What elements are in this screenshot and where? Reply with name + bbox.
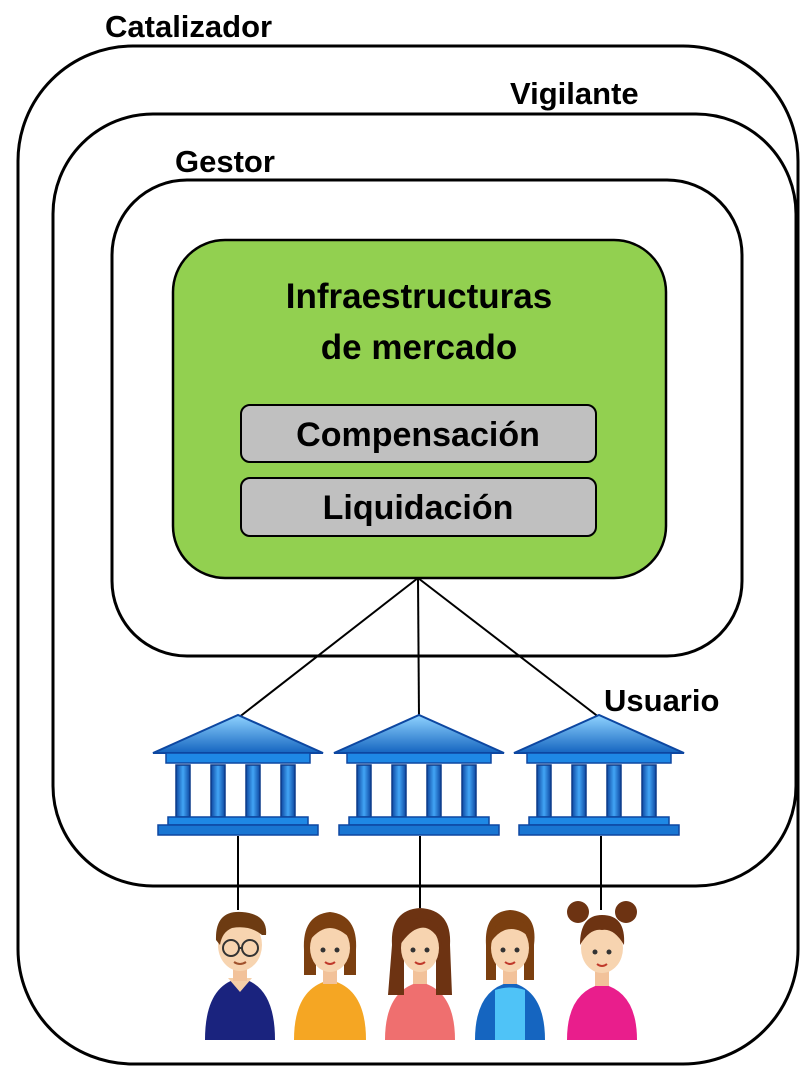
manager-label: Gestor [175, 144, 275, 179]
infrastructure-title-line1: Infraestructuras [286, 277, 552, 316]
settlement-label: Liquidación [323, 489, 514, 527]
clearing-box [240, 404, 597, 463]
infrastructure-title-line2: de mercado [321, 328, 517, 367]
person-icon [567, 901, 637, 1040]
catalyst-boundary [16, 44, 800, 1066]
connector-line [417, 577, 420, 719]
person-icon [475, 910, 545, 1040]
infrastructure-connectors [237, 577, 601, 719]
bank-icon [152, 714, 324, 836]
user-label: Usuario [604, 683, 719, 718]
connector-line [237, 577, 419, 719]
supervisor-boundary [51, 112, 798, 888]
settlement-box [240, 477, 597, 537]
connector-line [417, 577, 601, 719]
person-icon [205, 911, 275, 1040]
bank-icon [333, 714, 505, 836]
clearing-label: Compensación [296, 416, 540, 454]
institution-connectors [237, 836, 602, 910]
bank-icon [513, 714, 685, 836]
person-icon [294, 912, 366, 1040]
catalyst-label: Catalizador [105, 9, 272, 44]
supervisor-label: Vigilante [510, 76, 639, 111]
manager-boundary [110, 178, 744, 658]
person-icon [385, 908, 455, 1040]
